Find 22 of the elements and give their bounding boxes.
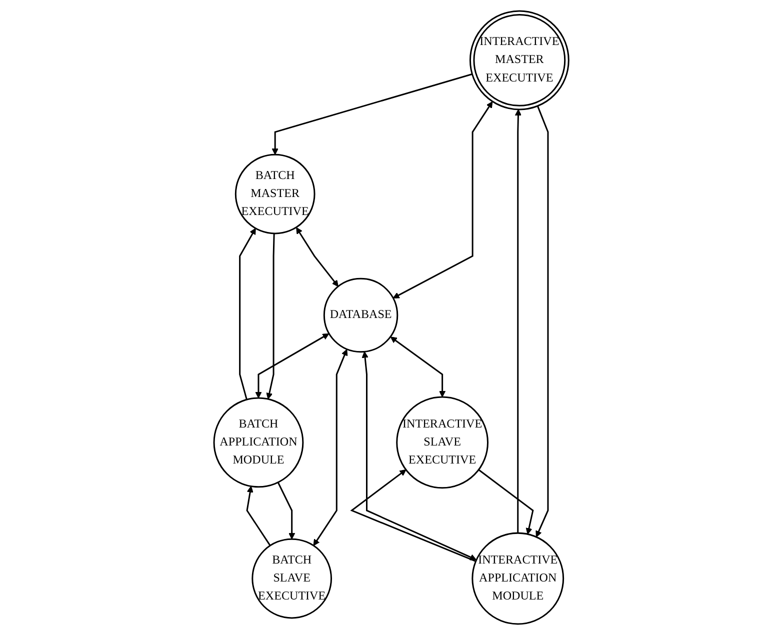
node-circle: BATCH MASTER EXECUTIVE xyxy=(234,154,315,234)
arrow xyxy=(361,351,476,560)
arrow xyxy=(535,106,548,538)
arrow xyxy=(238,228,256,400)
node-circle: BATCH SLAVE EXECUTIVE xyxy=(251,538,332,619)
node-circle: DATABASE xyxy=(323,278,398,353)
arrow xyxy=(271,73,472,155)
node-circle: BATCH APPLICATION MODULE xyxy=(212,397,304,488)
arrow xyxy=(350,469,476,562)
arrow xyxy=(478,469,534,534)
node-circle: INTERACTIVE MASTER EXECUTIVE xyxy=(469,10,570,110)
arrow xyxy=(266,233,275,400)
node-circle: INTERACTIVE SLAVE EXECUTIVE xyxy=(396,396,488,489)
arrow xyxy=(392,101,492,298)
arrow xyxy=(296,227,338,287)
arrow xyxy=(277,482,295,540)
arrow xyxy=(514,109,522,534)
arrow xyxy=(246,486,270,546)
arrow xyxy=(254,333,329,398)
arrow xyxy=(312,349,348,546)
node-circle: INTERACTIVE APPLICATION MODULE xyxy=(471,532,564,625)
arrow xyxy=(390,336,446,398)
